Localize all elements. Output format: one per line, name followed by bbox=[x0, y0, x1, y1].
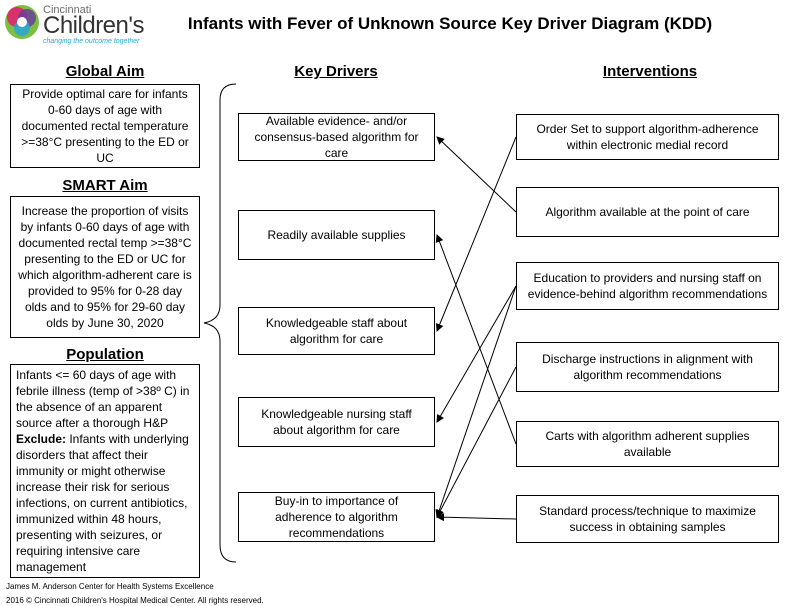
left-brace bbox=[203, 83, 237, 563]
key-driver-box: Knowledgeable staff about algorithm for … bbox=[238, 307, 435, 355]
key-drivers-header: Key Drivers bbox=[294, 63, 378, 80]
connector-arrow bbox=[435, 285, 517, 518]
footer-line1: James M. Anderson Center for Health Syst… bbox=[6, 582, 214, 591]
population-box: Infants <= 60 days of age with febrile i… bbox=[10, 364, 200, 578]
intervention-box: Education to providers and nursing staff… bbox=[516, 262, 779, 310]
intervention-box: Algorithm available at the point of care bbox=[516, 187, 779, 237]
intervention-box: Order Set to support algorithm-adherence… bbox=[516, 114, 779, 160]
global-aim-box: Provide optimal care for infants 0-60 da… bbox=[10, 84, 200, 168]
connector-arrow bbox=[436, 285, 517, 423]
connector-arrow bbox=[436, 366, 517, 518]
connector-arrow bbox=[436, 513, 517, 522]
connector-arrow bbox=[435, 136, 517, 332]
logo-line2: Children's bbox=[43, 12, 144, 39]
intervention-label: Standard process/technique to maximize s… bbox=[539, 504, 756, 534]
key-driver-label: Knowledgeable staff about algorithm for … bbox=[265, 316, 408, 346]
page-title: Infants with Fever of Unknown Source Key… bbox=[187, 14, 713, 33]
population-header: Population bbox=[66, 346, 144, 363]
logo-mark-icon bbox=[5, 5, 39, 39]
key-driver-label: Knowledgeable nursing staff about algori… bbox=[261, 407, 412, 437]
global-aim-header: Global Aim bbox=[65, 63, 145, 80]
footer-line2: 2016 © Cincinnati Children's Hospital Me… bbox=[6, 596, 264, 605]
connector-arrow bbox=[435, 234, 517, 445]
intervention-box: Carts with algorithm adherent supplies a… bbox=[516, 421, 779, 467]
arrow-group bbox=[435, 136, 517, 522]
key-driver-box: Readily available supplies bbox=[238, 210, 435, 260]
connector-arrow bbox=[436, 136, 517, 213]
key-driver-label: Available evidence- and/or consensus-bas… bbox=[254, 114, 419, 160]
logo-tagline: changing the outcome together bbox=[43, 38, 140, 45]
interventions-header: Interventions bbox=[602, 63, 698, 80]
population-text: Infants <= 60 days of age with febrile i… bbox=[16, 368, 190, 430]
smart-aim-box: Increase the proportion of visits by inf… bbox=[10, 196, 200, 338]
intervention-label: Carts with algorithm adherent supplies a… bbox=[545, 429, 750, 459]
smart-aim-text: Increase the proportion of visits by inf… bbox=[18, 204, 192, 330]
key-driver-box: Knowledgeable nursing staff about algori… bbox=[238, 397, 435, 447]
intervention-label: Education to providers and nursing staff… bbox=[527, 271, 768, 301]
global-aim-text: Provide optimal care for infants 0-60 da… bbox=[21, 87, 189, 165]
intervention-label: Algorithm available at the point of care bbox=[545, 205, 750, 219]
intervention-label: Order Set to support algorithm-adherence… bbox=[536, 122, 759, 152]
intervention-box: Standard process/technique to maximize s… bbox=[516, 495, 779, 543]
intervention-label: Discharge instructions in alignment with… bbox=[542, 352, 753, 382]
intervention-box: Discharge instructions in alignment with… bbox=[516, 342, 779, 392]
logo-line1: Cincinnati bbox=[43, 4, 92, 16]
key-driver-label: Readily available supplies bbox=[267, 228, 406, 242]
smart-aim-header: SMART Aim bbox=[62, 177, 148, 194]
exclude-label: Exclude: bbox=[16, 432, 67, 446]
exclude-text: Infants with underlying disorders that a… bbox=[16, 432, 189, 574]
key-driver-box: Buy-in to importance of adherence to alg… bbox=[238, 492, 435, 542]
key-driver-box: Available evidence- and/or consensus-bas… bbox=[238, 113, 435, 161]
key-driver-label: Buy-in to importance of adherence to alg… bbox=[274, 494, 399, 540]
